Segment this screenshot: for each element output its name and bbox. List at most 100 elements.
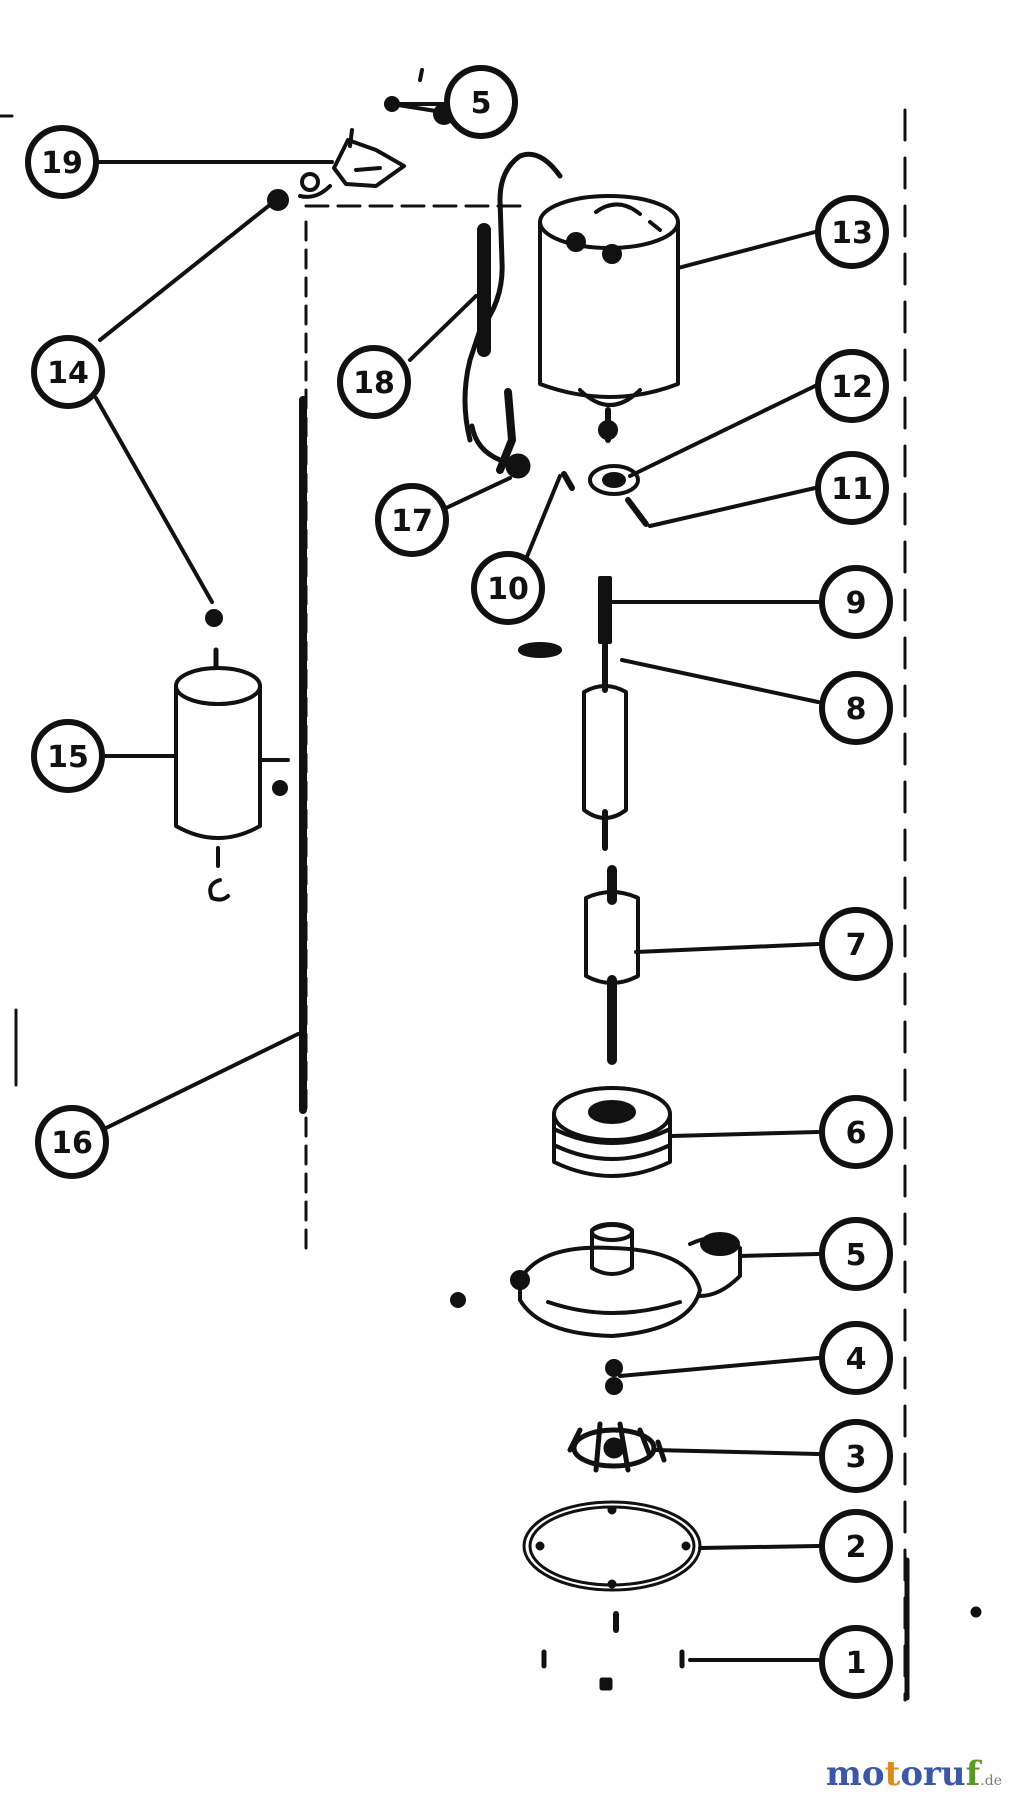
leader-14a bbox=[98, 198, 278, 342]
callout-9: 9 bbox=[819, 565, 893, 639]
callout-number: 8 bbox=[846, 692, 867, 727]
watermark-letter: u bbox=[940, 1754, 966, 1794]
leader-4 bbox=[618, 1356, 820, 1378]
callout-19: 19 bbox=[25, 125, 99, 199]
leader-13 bbox=[676, 230, 817, 270]
leader-6 bbox=[670, 1130, 820, 1138]
leader-18 bbox=[408, 294, 478, 362]
callout-circle bbox=[819, 1509, 893, 1583]
leader-8 bbox=[620, 658, 820, 704]
callout-circle bbox=[819, 907, 893, 981]
callout-1: 1 bbox=[819, 1625, 893, 1699]
callout-number: 18 bbox=[353, 366, 395, 401]
leader-12 bbox=[628, 384, 817, 478]
leader-11 bbox=[648, 486, 817, 528]
motor-housing bbox=[538, 194, 680, 443]
callout-13: 13 bbox=[815, 195, 889, 269]
watermark-letter: f bbox=[965, 1754, 981, 1794]
leader-10 bbox=[522, 474, 562, 566]
callout-circle bbox=[819, 565, 893, 639]
callout-circle bbox=[819, 1419, 893, 1493]
callout-circle bbox=[35, 1105, 109, 1179]
nut-part bbox=[605, 1359, 623, 1395]
callout-7: 7 bbox=[819, 907, 893, 981]
watermark-tld: .de bbox=[980, 1773, 1002, 1789]
leader-17 bbox=[444, 476, 512, 510]
clamp-part bbox=[267, 128, 406, 211]
callout-number: 19 bbox=[41, 146, 83, 181]
screw-part bbox=[384, 68, 455, 125]
callout-2: 2 bbox=[819, 1509, 893, 1583]
leader-16 bbox=[100, 1032, 300, 1132]
watermark-letter: m bbox=[825, 1754, 862, 1794]
callout-circle bbox=[819, 1321, 893, 1395]
callout-5: 5 bbox=[819, 1217, 893, 1291]
callout-number: 3 bbox=[846, 1440, 867, 1475]
callout-6: 6 bbox=[819, 1095, 893, 1169]
pump-housing bbox=[450, 1222, 742, 1338]
callout-circle bbox=[819, 671, 893, 745]
wire-harness bbox=[462, 151, 563, 479]
callout-circle bbox=[31, 335, 105, 409]
callout-8: 8 bbox=[819, 671, 893, 745]
callout-number: 6 bbox=[846, 1116, 867, 1151]
callout-number: 15 bbox=[47, 740, 89, 775]
callout-number: 13 bbox=[831, 216, 873, 251]
callout-15: 15 bbox=[31, 719, 105, 793]
shaft-rotor bbox=[518, 576, 628, 851]
leader-7 bbox=[634, 942, 820, 954]
callout-circle bbox=[815, 349, 889, 423]
callout-12: 12 bbox=[815, 349, 889, 423]
watermark-letter: t bbox=[884, 1754, 901, 1794]
callout-16: 16 bbox=[35, 1105, 109, 1179]
leader-2 bbox=[698, 1544, 820, 1550]
callout-circle bbox=[819, 1095, 893, 1169]
callouts: 5 19 13 14 18 12 11 17 10 9 8 15 7 16 6 5 4 3 2 1 bbox=[25, 65, 893, 1699]
callout-number: 2 bbox=[846, 1530, 867, 1565]
callout-circle bbox=[31, 719, 105, 793]
leader-5 bbox=[738, 1252, 820, 1258]
watermark-letter: o bbox=[900, 1754, 923, 1794]
callout-4: 4 bbox=[819, 1321, 893, 1395]
watermark-letter: o bbox=[861, 1754, 885, 1794]
cover-plate bbox=[522, 1500, 702, 1633]
callout-number: 12 bbox=[831, 370, 873, 405]
callout-number: 16 bbox=[51, 1126, 93, 1161]
capacitor-part bbox=[174, 609, 290, 902]
callout-circle bbox=[815, 195, 889, 269]
callout-number: 11 bbox=[831, 472, 873, 507]
callout-number: 7 bbox=[846, 928, 867, 963]
callout-circle bbox=[25, 125, 99, 199]
callout-circle bbox=[815, 451, 889, 525]
callout-14: 14 bbox=[31, 335, 105, 409]
callout-number: 9 bbox=[846, 586, 867, 621]
callout-11: 11 bbox=[815, 451, 889, 525]
callout-circle bbox=[819, 1217, 893, 1291]
callout-18: 18 bbox=[337, 345, 411, 419]
motoruf-watermark: motoruf.de bbox=[826, 1754, 1002, 1794]
callout-number: 5 bbox=[846, 1238, 867, 1273]
callout-10: 10 bbox=[471, 551, 545, 625]
callout-circle bbox=[471, 551, 545, 625]
callout-17: 17 bbox=[375, 483, 449, 557]
callout-number: 4 bbox=[846, 1342, 867, 1377]
washer-part bbox=[561, 464, 649, 527]
callout-circle bbox=[375, 483, 449, 557]
callout-number: 10 bbox=[487, 572, 529, 607]
leader-3 bbox=[652, 1448, 820, 1456]
watermark-letter: r bbox=[923, 1754, 941, 1794]
impeller-part bbox=[567, 1421, 667, 1473]
seal-ring bbox=[552, 1086, 672, 1178]
bottom-screws bbox=[541, 1606, 982, 1691]
callout-number: 14 bbox=[47, 356, 89, 391]
callout-5: 5 bbox=[444, 65, 518, 139]
callout-circle bbox=[337, 345, 411, 419]
coupling-part bbox=[584, 865, 640, 1065]
callout-number: 1 bbox=[846, 1646, 867, 1681]
callout-number: 5 bbox=[471, 86, 492, 121]
callout-circle bbox=[444, 65, 518, 139]
leader-14b bbox=[94, 396, 214, 604]
callout-3: 3 bbox=[819, 1419, 893, 1493]
callout-circle bbox=[819, 1625, 893, 1699]
